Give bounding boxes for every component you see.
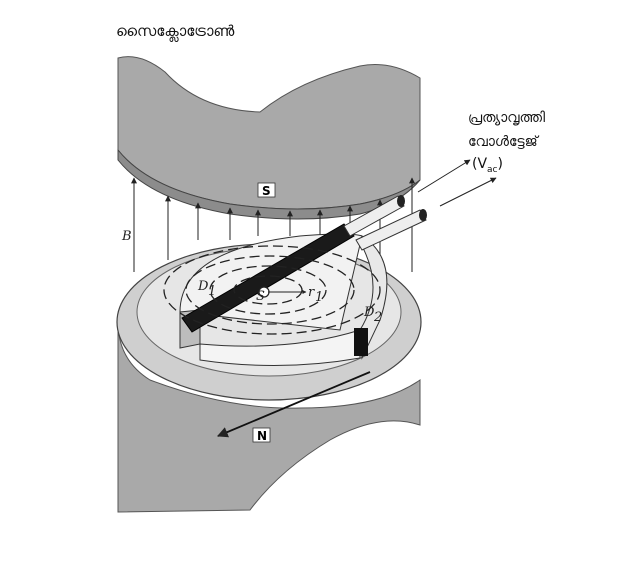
- dee-2-letter: D: [363, 305, 375, 320]
- ac-voltage-symbol: (Vac): [472, 156, 503, 175]
- ac-symbol-sub: ac: [487, 165, 498, 175]
- figure-title: സൈക്ലോട്രോൺ: [116, 22, 235, 40]
- source-label: S: [256, 289, 265, 304]
- field-label: B: [121, 229, 132, 244]
- north-direction-arrow: [217, 371, 371, 438]
- ac-voltage-label-line1: പ്രത്യാവൃത്തി: [468, 110, 546, 126]
- radius-sub: 1: [315, 290, 323, 305]
- dee-1-sub: 1: [208, 284, 216, 299]
- pole-north-label: N: [257, 429, 267, 443]
- ac-connector-rods: [343, 195, 427, 251]
- ac-symbol-close: ): [497, 156, 503, 172]
- dee-gap-bar: [181, 223, 355, 333]
- ac-voltage-label-line2: വോൾട്ടേജ്: [468, 134, 538, 150]
- dee-2-sub: 2: [373, 310, 382, 325]
- south-pole-magnet: S: [117, 56, 421, 220]
- ac-arrow-lower: [439, 177, 497, 207]
- ac-arrow-upper: [417, 159, 471, 193]
- ac-symbol-open: (V: [472, 156, 488, 172]
- particle-orbits: [163, 245, 381, 335]
- dee-1-letter: D: [197, 279, 209, 294]
- radius-letter: r: [308, 285, 315, 300]
- pole-south-label: S: [262, 184, 271, 198]
